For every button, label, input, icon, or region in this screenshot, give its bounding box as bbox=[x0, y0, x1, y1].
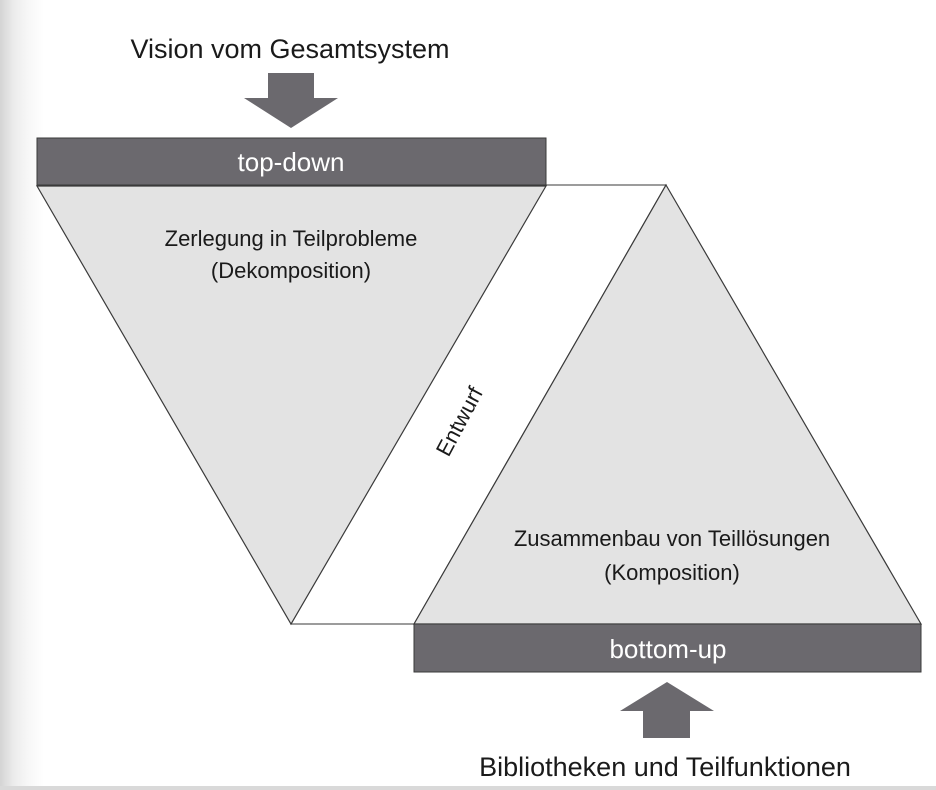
decomposition-label-line2: (Dekomposition) bbox=[211, 258, 371, 283]
top-down-label: top-down bbox=[238, 147, 345, 177]
decomposition-label-line1: Zerlegung in Teilprobleme bbox=[165, 226, 418, 251]
composition-label-line2: (Komposition) bbox=[604, 560, 740, 585]
bottom-input-label: Bibliotheken und Teilfunktionen bbox=[479, 752, 851, 782]
up-arrow-icon bbox=[620, 682, 714, 738]
top-input-label: Vision vom Gesamtsystem bbox=[130, 34, 449, 64]
composition-label-line1: Zusammenbau von Teillösungen bbox=[514, 526, 830, 551]
top-down-bar bbox=[36, 137, 547, 186]
bottom-edge bbox=[0, 786, 936, 790]
bottom-up-bar bbox=[413, 623, 922, 673]
decomposition-triangle bbox=[35, 185, 548, 626]
down-arrow-icon bbox=[244, 73, 338, 128]
bottom-up-label: bottom-up bbox=[609, 634, 726, 664]
